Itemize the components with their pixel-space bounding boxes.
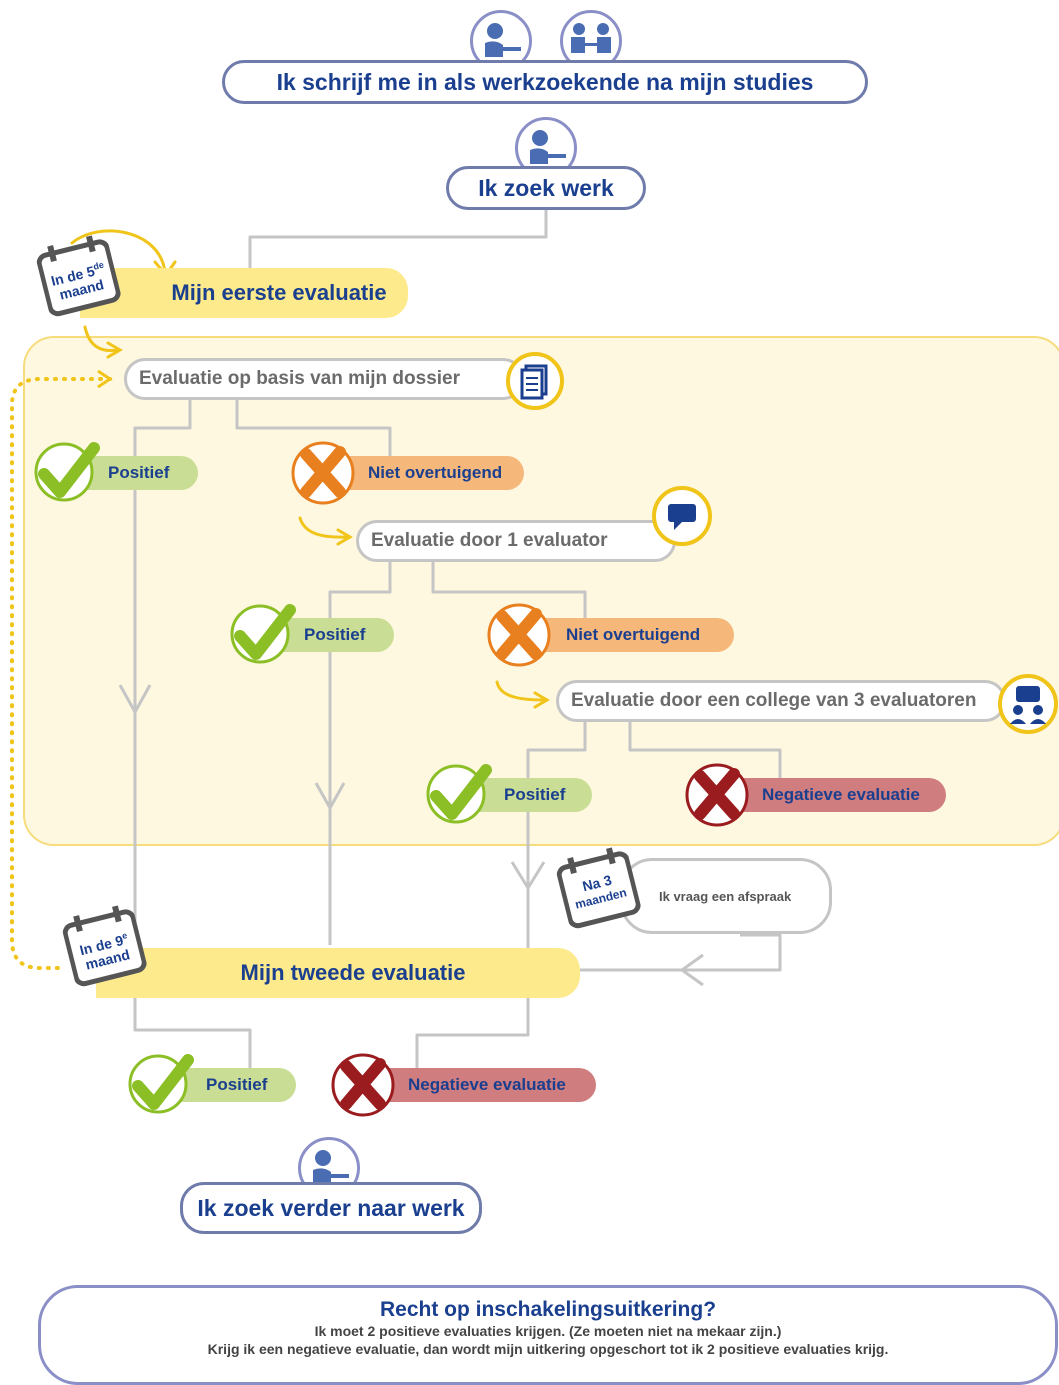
step1-negative-tag: Niet overtuigend — [330, 456, 524, 490]
college-evaluation: Evaluatie door een college van 3 evaluat… — [556, 680, 1006, 722]
appointment-box: Ik vraag een afspraak — [620, 858, 832, 934]
info-line-2: Krijg ik een negatieve evaluatie, dan wo… — [207, 1341, 889, 1357]
dossier-evaluation: Evaluatie op basis van mijn dossier — [124, 358, 524, 400]
check-icon — [32, 440, 102, 509]
cross-icon — [290, 440, 356, 511]
info-title: Recht op inschakelingsuitkering? — [379, 1298, 717, 1321]
dotted-return-path — [10, 377, 112, 970]
first-evaluation: Mijn eerste evaluatie — [80, 268, 408, 318]
cross-icon — [330, 1052, 396, 1123]
step2-negative-tag: Niet overtuigend — [526, 618, 734, 652]
calendar-sup: e — [120, 930, 129, 942]
document-icon — [506, 352, 564, 410]
info-line-1: Ik moet 2 positieve evaluaties krijgen. … — [314, 1323, 782, 1339]
check-icon — [126, 1052, 196, 1121]
final-positive-tag: Positief — [166, 1068, 296, 1102]
second-evaluation: Mijn tweede evaluatie — [96, 948, 580, 998]
calendar-sup: de — [92, 259, 105, 272]
evaluator-evaluation: Evaluatie door 1 evaluator — [356, 520, 676, 562]
check-icon — [228, 602, 298, 671]
cross-icon — [684, 762, 750, 833]
continue-search-step: Ik zoek verder naar werk — [180, 1182, 482, 1234]
step3-negative-tag: Negatieve evaluatie — [724, 778, 946, 812]
cross-icon — [486, 602, 552, 673]
final-negative-tag: Negatieve evaluatie — [370, 1068, 596, 1102]
check-icon — [424, 762, 494, 831]
appointment-label: Ik vraag een afspraak — [659, 888, 792, 904]
register-step: Ik schrijf me in als werkzoekende na mij… — [222, 60, 868, 104]
info-box: Recht op inschakelingsuitkering? Ik moet… — [38, 1285, 1058, 1385]
chat-icon — [652, 486, 712, 546]
group-chat-icon — [998, 674, 1058, 734]
search-work-step: Ik zoek werk — [446, 166, 646, 210]
